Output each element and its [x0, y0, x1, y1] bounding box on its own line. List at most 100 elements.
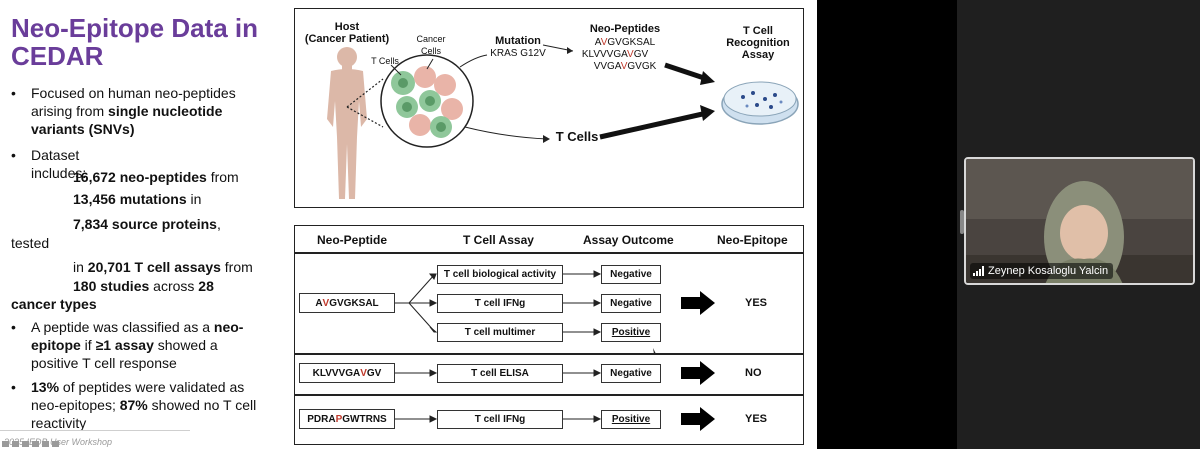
peptide-mut: V [322, 297, 330, 309]
outcome-box: Positive [601, 410, 661, 429]
prev-slide-icon[interactable] [2, 441, 9, 447]
cancer-label-line: Cells [420, 46, 441, 56]
peptide-mut: V [620, 61, 628, 72]
tcell-assay-label: T Cell Recognition Assay [715, 25, 801, 61]
bullet-bold: 7,834 source proteins [73, 216, 217, 232]
peptide-seq: GVGK [627, 61, 657, 72]
outcome-box: Negative [601, 294, 661, 313]
bullet-text: neo-epitopes; [31, 397, 120, 413]
more-icon[interactable] [52, 441, 59, 447]
peptide-2: KLVVVGAVGV [565, 49, 665, 61]
bullet-text: , [216, 216, 221, 232]
cancer-label-line: Cancer [416, 34, 446, 44]
mouse-cursor-icon [653, 348, 656, 354]
neo-epitope-result: NO [745, 367, 762, 379]
host-figure [327, 47, 367, 199]
bullet-bold: epitope [31, 337, 81, 353]
host-label-line: (Cancer Patient) [304, 33, 390, 45]
outcome-text: Positive [611, 414, 651, 425]
col-header-tcell-assay: T Cell Assay [463, 233, 534, 247]
grid-icon[interactable] [32, 441, 39, 447]
assay-box: T cell IFNg [437, 410, 563, 429]
bullet-text: showed a [153, 337, 218, 353]
cell-cluster [391, 66, 463, 138]
bullet-text: across [149, 278, 199, 294]
assay-box: T cell multimer [437, 323, 563, 342]
assay-box: T cell IFNg [437, 294, 563, 313]
bullet-bold: 20,701 T cell assays [87, 259, 221, 275]
neo-epitope-result: YES [745, 297, 768, 309]
dataset-line-3: 7,834 source proteins, [73, 215, 221, 233]
peptide-seq: A [594, 37, 601, 48]
bullet-text: from [220, 259, 253, 275]
peptide-mut: V [360, 367, 367, 379]
bullet-text: reactivity [31, 415, 87, 431]
dataset-line-tested: tested [11, 235, 50, 251]
bullet-text: in [73, 259, 88, 275]
slide-controls [2, 441, 59, 447]
resize-handle[interactable] [960, 210, 964, 234]
bullet-bold: 180 studies [73, 278, 150, 294]
petri-dish-icon [721, 81, 799, 125]
bullet-bold: 87% [119, 397, 148, 413]
outcome-text: Positive [611, 327, 651, 338]
table-connectors [395, 270, 715, 431]
peptide-mut: V [600, 37, 608, 48]
peptide-seq: VVGA [593, 61, 621, 72]
host-label-line: Host [334, 21, 360, 33]
outcome-box: Negative [601, 265, 661, 284]
peptide-seq: KLVVVGA [581, 49, 628, 60]
outcome-box: Positive [601, 323, 661, 342]
pen-icon[interactable] [22, 441, 29, 447]
peptide-mut: V [627, 49, 634, 60]
workflow-graphic [327, 44, 799, 199]
assay-box: T cell biological activity [437, 265, 563, 284]
host-label: Host (Cancer Patient) [299, 21, 395, 45]
cancer-cells-label: Cancer Cells [411, 33, 451, 57]
presentation-slide: Neo-Epitope Data in CEDAR • Focused on h… [0, 0, 817, 449]
black-margin [817, 0, 957, 449]
bullet-text: if [80, 337, 96, 353]
bullet-text: Dataset includes: [31, 147, 87, 181]
search-icon[interactable] [42, 441, 49, 447]
next-slide-icon[interactable] [12, 441, 19, 447]
assay-label-line: Assay [741, 49, 775, 61]
bullet-text: showed no T cell [147, 397, 257, 413]
dataset-line-2: 13,456 mutations in [73, 190, 201, 208]
result-arrow-icon [681, 291, 715, 431]
dataset-line-4: in 20,701 T cell assays from [73, 258, 293, 276]
peptide-seq: GVGKSAL [329, 297, 379, 309]
bullet-bold: variants (SNVs) [31, 121, 135, 137]
bullet-bold: 16,672 neo-peptides [73, 169, 207, 185]
bullet-text: A peptide was classified as a [31, 319, 214, 335]
assay-label-line: Recognition [726, 37, 790, 49]
assay-label-line: T Cell [743, 25, 773, 37]
col-header-neo-peptide: Neo-Peptide [317, 233, 388, 247]
peptide-seq: GWTRNS [342, 413, 387, 425]
col-header-assay-outcome: Assay Outcome [583, 233, 674, 247]
signal-icon [973, 266, 984, 276]
dataset-line-1: 16,672 neo-peptides from [73, 168, 239, 186]
tcells-small-label: T Cells [371, 56, 399, 66]
bullet-bold: 28 [198, 278, 214, 294]
dataset-line-5: 180 studies across 28 [73, 277, 293, 295]
workflow-diagram: Host (Cancer Patient) T Cells Cancer Cel… [294, 8, 804, 208]
dataset-line-6: cancer types [11, 295, 97, 313]
peptide-seq: GV [633, 49, 649, 60]
peptide-seq: GV [366, 367, 382, 379]
mutation-sub-label: KRAS G12V [490, 48, 546, 59]
neo-epitope-result: YES [745, 413, 768, 425]
bullet-bold: neo- [213, 319, 244, 335]
peptide-seq: PDRA [307, 413, 336, 425]
peptide-seq: KLVVVGA [312, 367, 361, 379]
peptide-mut: P [335, 413, 343, 425]
bullet-bold: ≥1 assay [95, 337, 154, 353]
assay-box: T cell ELISA [437, 364, 563, 383]
bullet-bold: single nucleotide [108, 103, 223, 119]
participant-video-tile[interactable]: Zeynep Kosaloglu Yalcin [964, 157, 1195, 285]
bullet-text: arising from [31, 103, 109, 119]
tcells-label: T Cells [555, 129, 599, 144]
neo-peptides-label: Neo-Peptides [589, 23, 661, 35]
peptide-seq: GVGKSAL [607, 37, 656, 48]
